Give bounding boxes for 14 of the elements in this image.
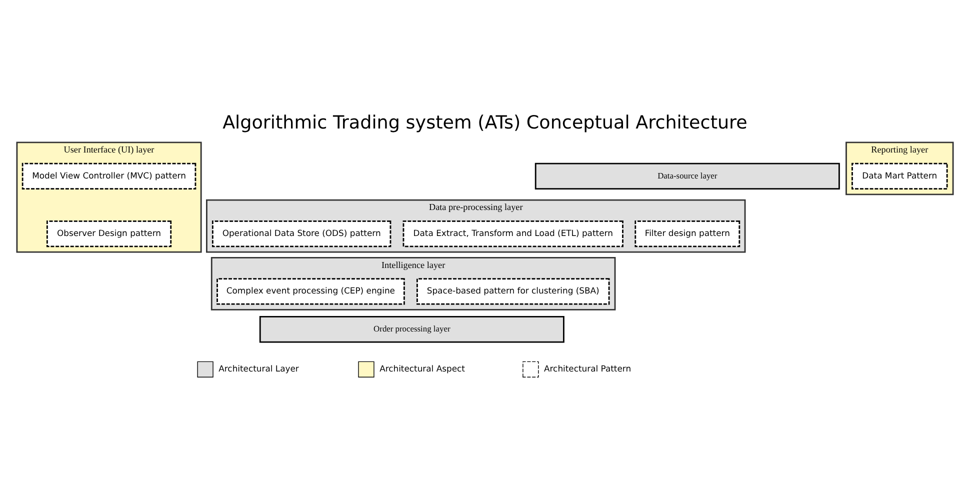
node-box: Order processing layer xyxy=(259,316,564,343)
node-box: Filter design pattern xyxy=(634,220,740,248)
node-box: Observer Design pattern xyxy=(46,220,172,248)
diagram-title: Algorithmic Trading system (ATs) Conceptual Architecture xyxy=(222,112,748,134)
legend-label: Architectural Aspect xyxy=(380,364,465,374)
node-box: Data-source layer xyxy=(534,162,840,190)
node-box: Complex event processing (CEP) engine xyxy=(216,278,405,305)
node-box: Model View Controller (MVC) pattern xyxy=(22,162,196,190)
legend-label: Architectural Layer xyxy=(218,364,299,374)
node-box: Operational Data Store (ODS) pattern xyxy=(212,220,392,248)
node-box: Data Mart Pattern xyxy=(852,162,948,190)
legend-label: Architectural Pattern xyxy=(544,364,632,374)
node-box: Space-based pattern for clustering (SBA) xyxy=(416,278,610,305)
node-box: Data Extract, Transform and Load (ETL) pattern xyxy=(402,220,624,248)
